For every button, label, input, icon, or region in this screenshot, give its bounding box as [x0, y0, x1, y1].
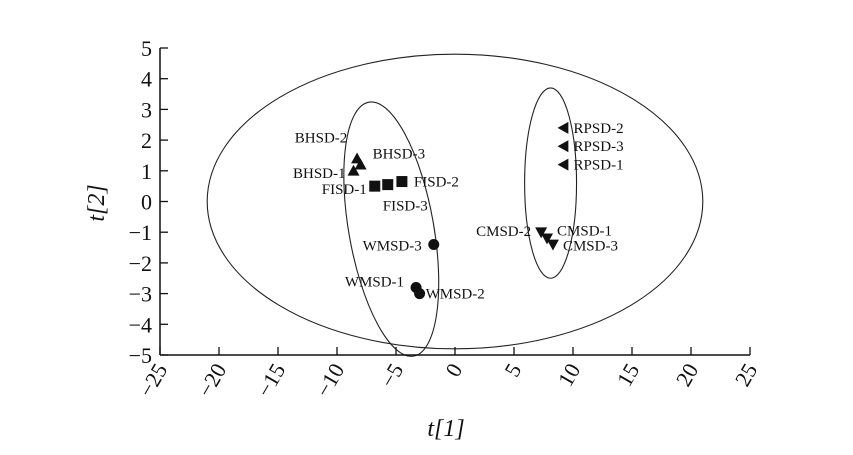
point-fisd-1 [369, 180, 381, 192]
label-rpsd-2: RPSD-2 [574, 121, 624, 137]
x-axis-title: t[1] [427, 416, 464, 442]
ellipse-left-group [343, 101, 440, 357]
ellipse-overall [206, 53, 704, 350]
y-tick-label: −1 [129, 220, 152, 245]
label-cmsd-1: CMSD-1 [557, 223, 612, 239]
y-tick-label: −3 [129, 282, 152, 307]
label-bhsd-2: BHSD-2 [295, 131, 348, 147]
y-axis-title: t[2] [84, 184, 110, 221]
y-tick-label: 0 [141, 190, 152, 215]
y-ticks: 5 4 3 2 1 0 −1 −2 −3 −4 −5 [129, 36, 168, 368]
x-tick-label: 5 [499, 359, 526, 381]
label-cmsd-3: CMSD-3 [563, 238, 618, 254]
x-tick-label: −10 [310, 359, 349, 401]
label-bhsd-1: BHSD-1 [293, 166, 346, 182]
label-fisd-3: FISD-3 [383, 199, 428, 215]
label-wmsd-2: WMSD-2 [426, 287, 485, 303]
label-bhsd-3: BHSD-3 [373, 147, 426, 163]
label-cmsd-2: CMSD-2 [476, 224, 531, 240]
label-wmsd-1: WMSD-1 [345, 274, 404, 290]
confidence-ellipses [206, 53, 704, 357]
x-tick-label: −20 [192, 359, 231, 401]
label-fisd-2: FISD-2 [414, 175, 459, 191]
point-fisd-2 [396, 176, 408, 188]
point-bhsd-3 [354, 158, 367, 170]
point-wmsd-2 [414, 288, 426, 300]
x-tick-label: 0 [440, 359, 467, 381]
point-cmsd-2 [535, 227, 548, 239]
x-tick-label: −15 [251, 359, 290, 401]
label-rpsd-1: RPSD-1 [574, 158, 624, 174]
label-wmsd-3: WMSD-3 [363, 238, 422, 254]
point-wmsd-3 [428, 238, 440, 250]
point-rpsd-3 [557, 140, 569, 153]
x-tick-label: 10 [553, 359, 586, 391]
point-fisd-3 [382, 179, 394, 191]
point-cmsd-3 [546, 239, 559, 251]
y-tick-label: 3 [141, 97, 152, 122]
y-tick-label: 2 [141, 128, 152, 153]
point-rpsd-1 [557, 158, 569, 171]
x-tick-label: −5 [375, 359, 408, 392]
point-bhsd-1 [347, 164, 360, 176]
x-tick-label: 15 [612, 359, 645, 391]
y-tick-label: 1 [141, 159, 152, 184]
axes [159, 48, 750, 356]
x-tick-label: 25 [730, 359, 763, 391]
y-tick-label: −5 [129, 343, 152, 368]
data-points [347, 121, 569, 300]
ellipse-right-group [524, 87, 578, 279]
label-fisd-1: FISD-1 [322, 182, 367, 198]
y-tick-label: 4 [141, 67, 152, 92]
y-tick-label: 5 [141, 36, 152, 61]
point-rpsd-2 [557, 121, 569, 134]
x-tick-label: 20 [671, 359, 704, 391]
y-tick-label: −4 [129, 312, 152, 337]
y-tick-label: −2 [129, 251, 152, 276]
label-rpsd-3: RPSD-3 [574, 139, 624, 155]
point-cmsd-1 [541, 233, 554, 245]
